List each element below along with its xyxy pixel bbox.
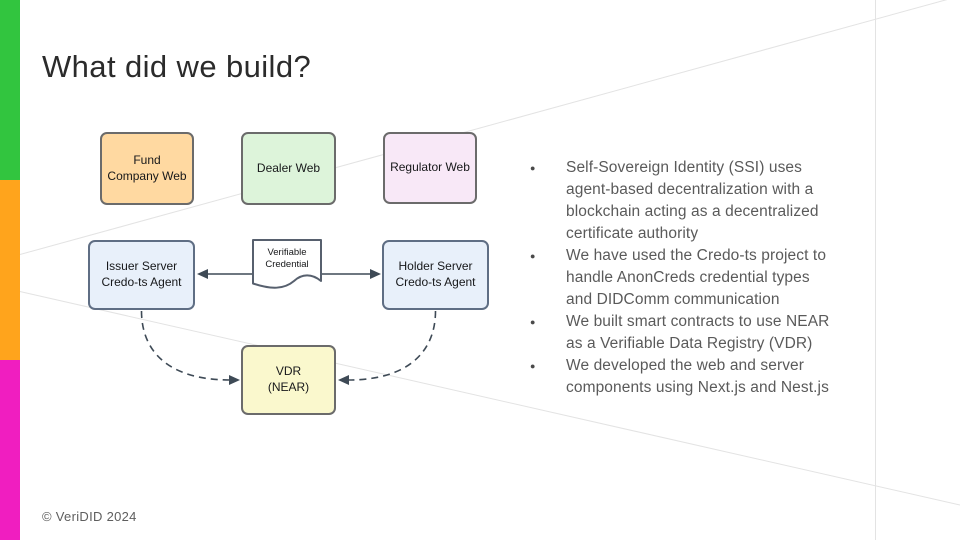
bullet-text: We built smart contracts to use NEAR as …	[566, 313, 830, 352]
node-regulator-web: Regulator Web	[383, 132, 477, 204]
node-dealer-web: Dealer Web	[241, 132, 336, 205]
bullet-list: ● Self-Sovereign Identity (SSI) uses age…	[527, 157, 879, 399]
verifiable-credential-document: Verifiable Credential	[251, 238, 323, 296]
node-label: Dealer Web	[256, 160, 321, 175]
bullet-text: Self-Sovereign Identity (SSI) uses agent…	[566, 159, 819, 242]
accent-bar-green	[0, 0, 20, 180]
slide-title: What did we build?	[42, 49, 312, 84]
node-label: Fund Company Web	[107, 152, 187, 183]
bullet-marker: ●	[530, 361, 536, 371]
node-vdr-near: VDR (NEAR)	[241, 345, 336, 415]
node-label: Holder Server Credo-ts Agent	[395, 259, 476, 289]
node-holder-server: Holder Server Credo-ts Agent	[382, 240, 489, 310]
node-fund-company-web: Fund Company Web	[100, 132, 194, 205]
bullet-text: We have used the Credo-ts project to han…	[566, 247, 827, 308]
node-label: VDR (NEAR)	[267, 364, 310, 394]
accent-bar-orange	[0, 180, 20, 360]
copyright-footer: © VeriDID 2024	[42, 509, 137, 524]
accent-bar-magenta	[0, 360, 20, 540]
bullet-marker: ●	[530, 251, 536, 261]
node-issuer-server: Issuer Server Credo-ts Agent	[88, 240, 195, 310]
bullet-item: ● Self-Sovereign Identity (SSI) uses age…	[527, 157, 879, 245]
bullet-marker: ●	[530, 163, 536, 173]
document-shape-icon	[252, 239, 322, 289]
bullet-item: ● We have used the Credo-ts project to h…	[527, 245, 879, 311]
bullet-item: ● We built smart contracts to use NEAR a…	[527, 311, 879, 355]
node-label: Regulator Web	[390, 160, 470, 175]
node-label: Issuer Server Credo-ts Agent	[101, 259, 182, 289]
bullet-text: We developed the web and server componen…	[566, 357, 829, 396]
document-label: Verifiable Credential	[265, 247, 309, 271]
decor-diagonal-up-line	[0, 0, 948, 261]
bullet-item: ● We developed the web and server compon…	[527, 355, 879, 399]
bullet-marker: ●	[530, 317, 536, 327]
